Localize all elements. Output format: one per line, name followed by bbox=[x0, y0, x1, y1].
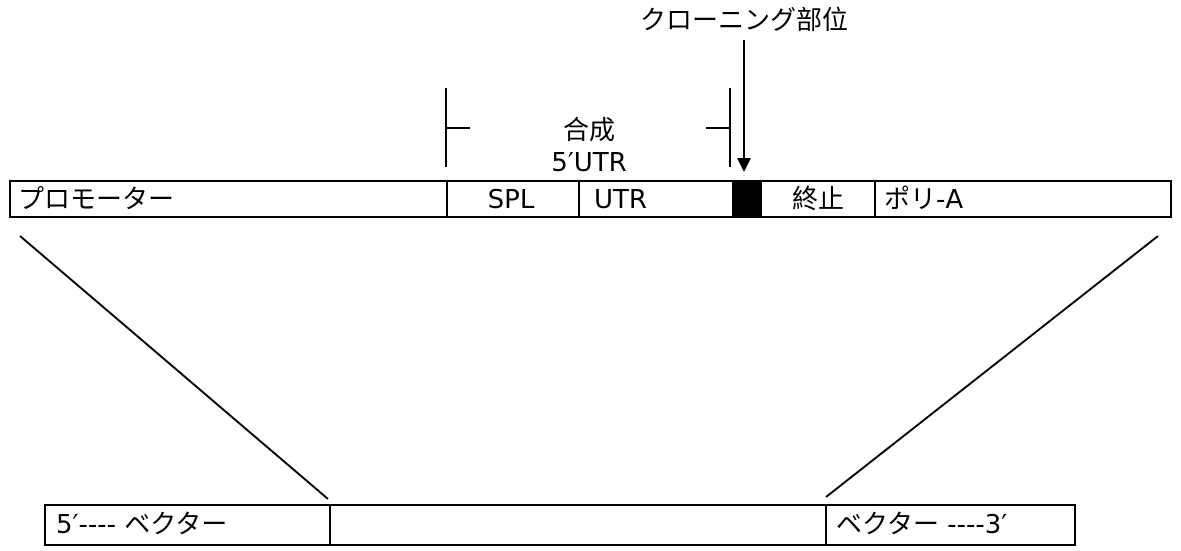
vector-left-label: 5′---- ベクター bbox=[56, 512, 227, 538]
construct-bar bbox=[10, 181, 1171, 217]
segment-stop: 終止 bbox=[792, 187, 844, 213]
synthetic-label-line1: 合成 bbox=[563, 118, 615, 144]
expansion-line-left bbox=[20, 236, 328, 499]
cloning-site-label: クローニング部位 bbox=[640, 8, 848, 34]
vector-right-label: ベクター ----3′ bbox=[836, 512, 1007, 538]
segment-spl: SPL bbox=[488, 187, 535, 213]
cloning-site-arrowhead bbox=[737, 158, 751, 172]
segment-promoter: プロモーター bbox=[18, 187, 174, 213]
expansion-line-right bbox=[826, 236, 1158, 497]
synthetic-label-line2: 5′UTR bbox=[551, 150, 626, 176]
segment-utr: UTR bbox=[594, 187, 647, 213]
cloning-site-block bbox=[732, 181, 762, 217]
segment-polya: ポリ-A bbox=[884, 187, 963, 213]
